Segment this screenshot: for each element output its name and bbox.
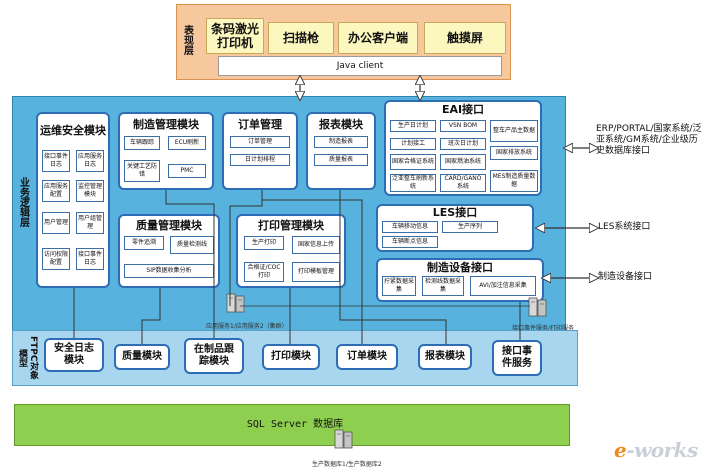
scanner-box: 扫描枪	[268, 22, 334, 54]
touchscreen-box: 触摸屏	[424, 22, 506, 54]
ftpc-interface-event-service: 接口事件服务	[492, 340, 542, 376]
interface-server-icon	[528, 297, 547, 317]
report-module-title: 报表模块	[319, 117, 363, 131]
mfg-cell-errorproofing: 关键工艺防错	[124, 160, 160, 182]
mfg-cell-ecu-refresh: ECU刷新	[168, 136, 206, 150]
java-client-bar: Java client	[218, 56, 502, 76]
ftpc-print-module: 打印模块	[262, 344, 320, 370]
eai-cell-plan-job: 计划接工	[390, 138, 436, 150]
order-module-title: 订单管理	[238, 117, 282, 131]
external-les-label: LES系统接口	[598, 222, 651, 232]
external-erp-label: ERP/PORTAL/国家系统/泛亚系统/GM系统/企业级历史数据库接口	[596, 124, 702, 156]
print-cell-certificate-print: 合格证/COC打印	[244, 262, 284, 282]
eai-interface-title: EAI接口	[441, 102, 485, 116]
database-layer	[14, 404, 570, 446]
mfg-module-title: 制造管理模块	[133, 117, 199, 131]
business-layer-label: 业务逻辑层	[17, 177, 29, 227]
eai-cell-national-certificate: 国家合格证系统	[390, 154, 436, 170]
app-server-icon	[226, 293, 245, 313]
database-server-icon	[334, 429, 353, 449]
database-caption: 生产数据库1/生产数据库2	[312, 461, 382, 468]
device-interface-title: 制造设备接口	[427, 260, 493, 274]
ftpc-order-module: 订单模块	[336, 344, 398, 370]
ftpc-layer-label: FTPC对象模型	[17, 336, 38, 380]
les-cell-breakpoint: 车辆断点信息	[382, 236, 438, 248]
report-module	[306, 112, 376, 190]
eai-cell-vsn-bom: VSN BOM	[440, 120, 486, 132]
ops-cell-access-config: 访问权限配置	[42, 248, 70, 270]
eai-cell-shift-plan: 班次日计划	[440, 138, 486, 150]
les-cell-vehicle-move: 车辆移动信息	[382, 221, 438, 233]
ftpc-security-log-module: 安全日志模块	[44, 338, 104, 372]
print-module-title: 打印管理模块	[258, 218, 324, 232]
office-client-box: 办公客户端	[338, 22, 418, 54]
print-cell-national-upload: 国家信息上传	[292, 236, 340, 254]
ops-cell-interface-log: 接口事件日志	[42, 150, 70, 172]
ftpc-wip-tracking-module: 在制品跟踪模块	[184, 338, 244, 374]
mfg-cell-vehicle-tracking: 车辆跟踪	[124, 136, 160, 150]
order-cell-order-mgmt: 订单管理	[230, 136, 290, 148]
ops-cell-app-config: 应用服务配置	[42, 180, 70, 202]
eworks-logo-rest: -works	[626, 438, 698, 462]
presentation-layer-label: 表现层	[181, 25, 193, 55]
quality-cell-sip-analysis: SIP数据收集分析	[124, 264, 214, 278]
ops-cell-app-log: 应用服务日志	[76, 150, 104, 172]
database-title: SQL Server 数据库	[246, 418, 344, 430]
ops-cell-interface-log-2: 接口事件日志	[76, 248, 104, 270]
barcode-printer-box: 条码激光打印机	[206, 18, 264, 54]
external-device-label: 制造设备接口	[598, 272, 653, 282]
quality-cell-inspection-line: 质量检测线	[170, 236, 214, 254]
eai-cell-vehicle-master: 整车产品主数据	[490, 120, 538, 142]
print-cell-production-print: 生产打印	[244, 236, 284, 250]
eworks-logo-e: e	[614, 438, 627, 462]
ops-cell-monitor: 监控管理模块	[76, 180, 104, 202]
ftpc-report-module: 报表模块	[418, 344, 472, 370]
les-interface-title: LES接口	[432, 206, 478, 219]
device-cell-inspection-line: 检测线数据采集	[422, 276, 464, 296]
ftpc-quality-module: 质量模块	[114, 344, 170, 370]
eai-cell-national-fuel: 国家燃油系统	[440, 154, 486, 170]
ops-cell-user-mgmt: 用户管理	[42, 212, 70, 234]
eai-cell-daily-plan: 生产日计划	[390, 120, 436, 132]
eai-cell-mes-quality: MES制造质量数据	[490, 170, 538, 192]
order-cell-daily-schedule: 日计划排程	[230, 154, 290, 166]
print-cell-template-mgmt: 打印模板管理	[292, 262, 340, 282]
les-cell-production-sequence: 生产序列	[442, 221, 498, 233]
interface-server-caption: 接口事件服务/打印服务	[512, 325, 575, 332]
quality-cell-parts-trace: 零件追溯	[124, 236, 164, 250]
report-cell-quality-report: 质量报表	[314, 154, 368, 166]
ops-cell-usergroup-mgmt: 用户组管理	[76, 212, 104, 234]
order-module	[222, 112, 298, 190]
mfg-cell-pmc: PMC	[168, 164, 206, 178]
app-server-caption: 应用服务1/应用服务2（集群）	[206, 323, 288, 330]
quality-module-title: 质量管理模块	[136, 218, 202, 232]
eworks-logo: e-works	[614, 438, 698, 462]
device-cell-tightening: 拧紧数据采集	[382, 276, 416, 296]
eai-cell-card-gano: CARD/GANO系统	[440, 174, 486, 192]
ops-security-module-title: 运维安全模块	[40, 123, 106, 137]
report-cell-mfg-report: 制造报表	[314, 136, 368, 148]
eai-cell-national-emission: 国家排放系统	[490, 146, 538, 160]
device-cell-avi-filling: AVI/加注信息采集	[470, 276, 536, 296]
eai-cell-panasia-refresh: 泛亚整车刷新系统	[390, 174, 436, 192]
